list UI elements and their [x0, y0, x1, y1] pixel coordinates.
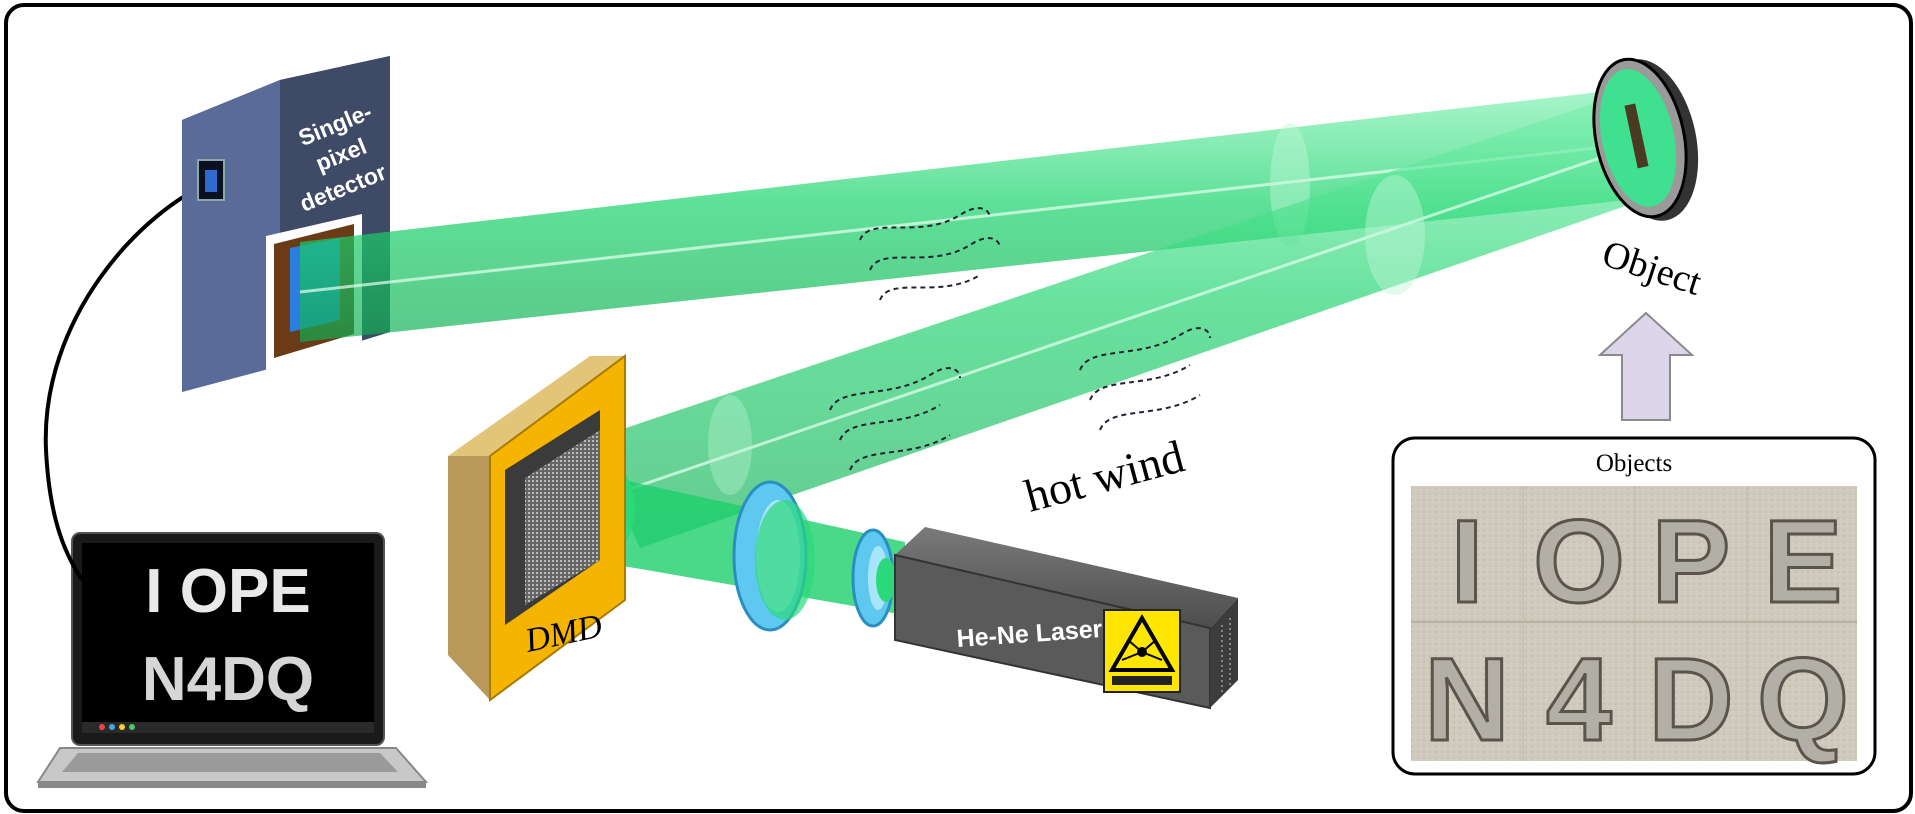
laser-warning-icon	[1103, 609, 1181, 693]
screen-text-row1: I OPE	[145, 557, 310, 626]
lens-1	[732, 480, 815, 632]
screen-text-row2: N4DQ	[142, 645, 314, 714]
taskbar-icon	[99, 724, 105, 730]
objects-panel: Objects I O P E N 4 D Q	[1391, 436, 1877, 776]
dmd: DMD	[448, 354, 626, 702]
object-letter: D	[1648, 634, 1733, 766]
laptop-base	[38, 782, 426, 788]
object-letter: O	[1533, 496, 1625, 628]
object-letter: N	[1424, 634, 1509, 766]
single-pixel-detector: Single- pixel detector	[182, 56, 390, 392]
object-letter: E	[1764, 496, 1843, 628]
dmd-side	[448, 456, 490, 700]
laser-top-face	[895, 527, 1238, 628]
laptop: I OPE N4DQ	[36, 532, 429, 788]
hot-wind-label: hot wind	[1019, 430, 1189, 521]
detector-port-inner	[205, 170, 217, 192]
object-letter: P	[1652, 496, 1731, 628]
detector-left-face	[182, 80, 280, 392]
taskbar-icon	[119, 724, 125, 730]
objects-photo	[1411, 486, 1857, 761]
cable	[43, 178, 217, 582]
object-letter: I	[1451, 496, 1484, 628]
taskbar-icon	[129, 724, 135, 730]
laser-end-face	[1210, 598, 1238, 708]
lens-2	[851, 528, 896, 628]
objects-panel-title: Objects	[1596, 450, 1672, 477]
taskbar-icon	[109, 724, 115, 730]
object-letter: 4	[1546, 634, 1612, 766]
dmd-mirror-array	[525, 430, 600, 605]
object-mount	[1592, 57, 1699, 221]
object-letter: Q	[1757, 634, 1849, 766]
object-label: Object	[1597, 233, 1707, 304]
laptop-taskbar	[82, 722, 374, 733]
he-ne-laser: He-Ne Laser	[894, 527, 1238, 710]
beam-dmd-to-object	[590, 98, 1660, 548]
hot-wind-waves	[829, 207, 1211, 471]
up-arrow	[1597, 311, 1695, 421]
object-slit	[1624, 103, 1649, 169]
laptop-keyboard	[62, 753, 398, 772]
laptop-screen	[82, 543, 374, 733]
